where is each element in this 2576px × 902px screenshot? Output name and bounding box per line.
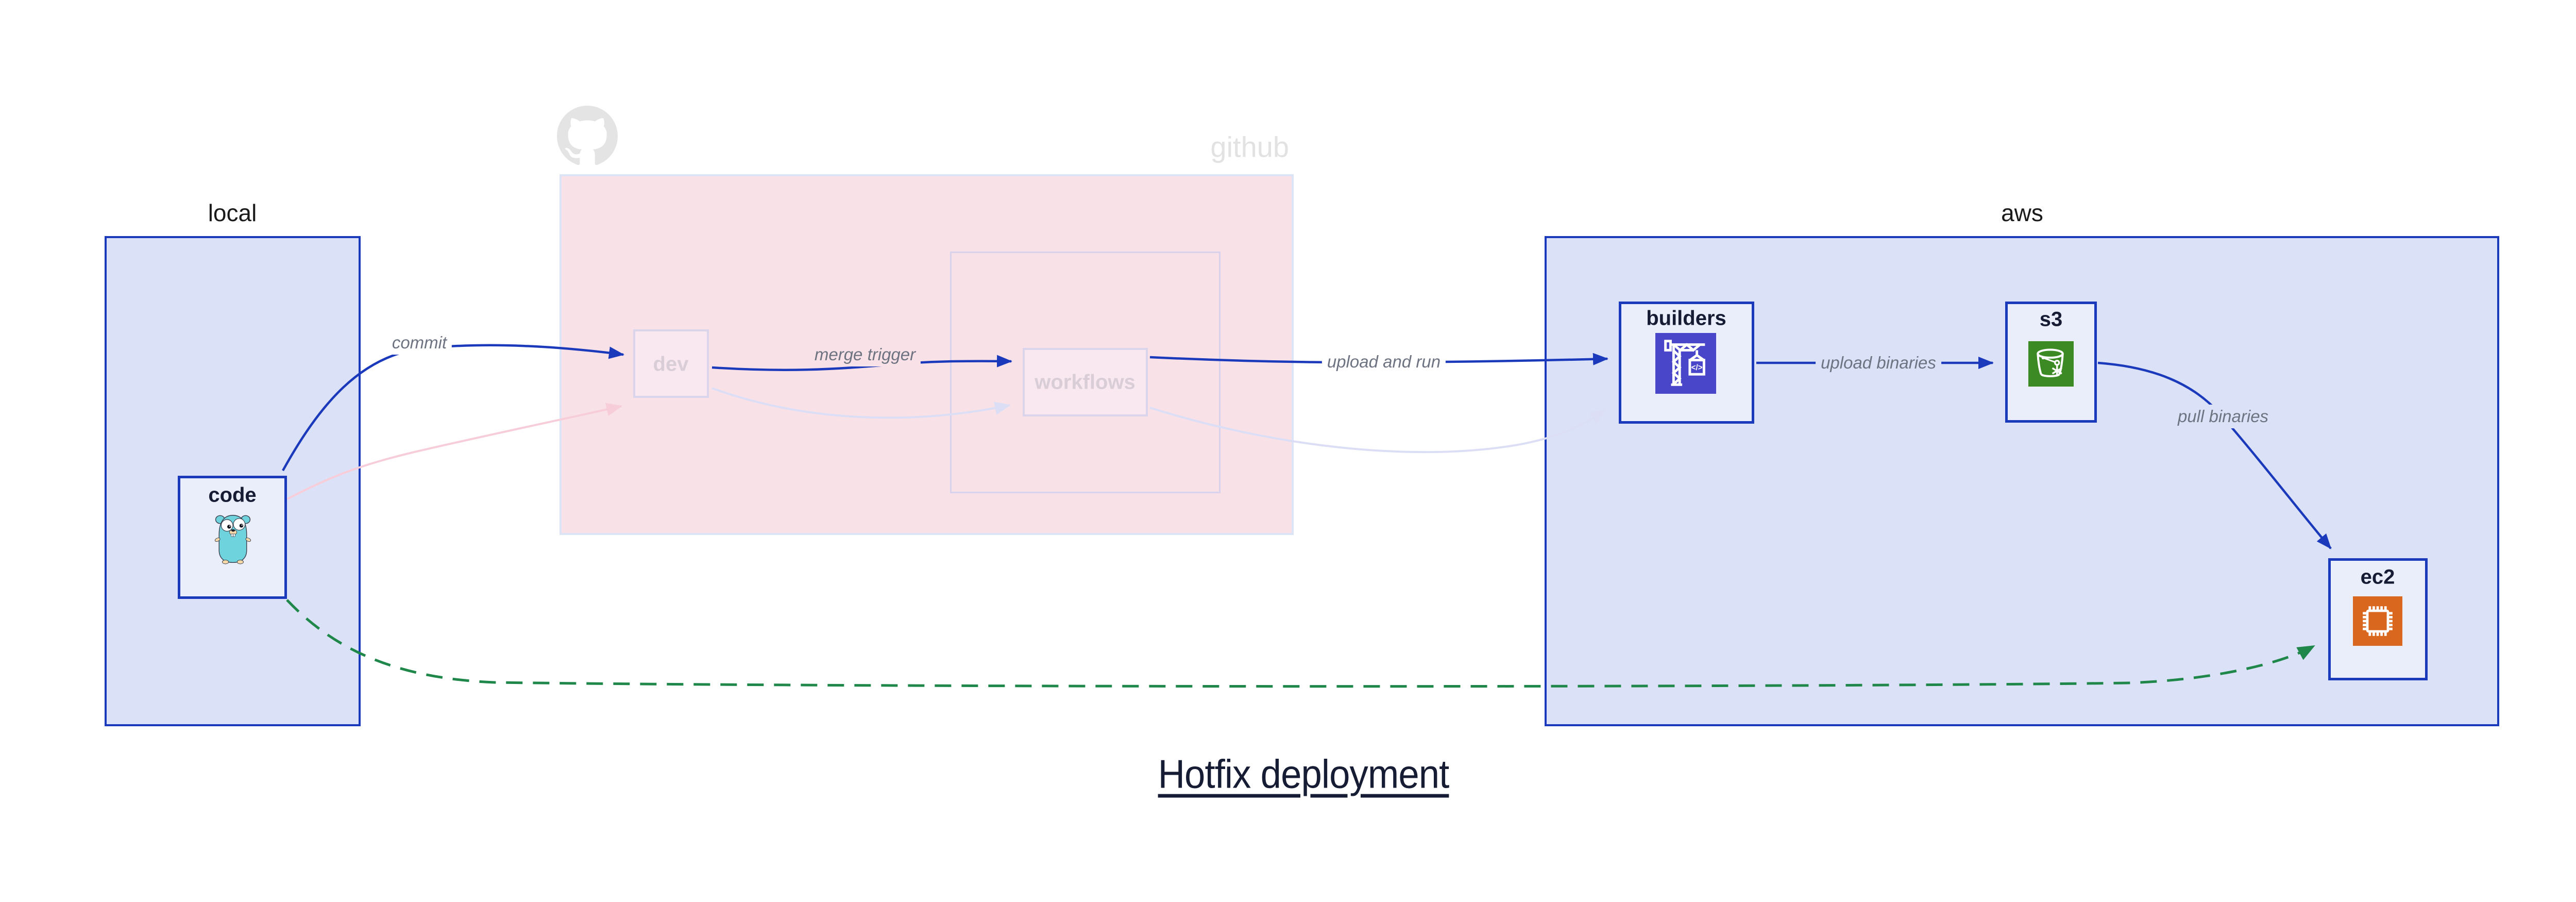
edge-workflows-to-builders-faded [1149,407,1606,454]
node-label-ec2: ec2 [2360,565,2395,589]
node-label-s3: s3 [2039,308,2063,331]
edge-label-commit: commit [386,331,452,355]
node-label-workflows: workflows [1035,371,1136,394]
edge-label-upload-and-run: upload and run [1321,350,1446,374]
node-workflows [1023,348,1148,416]
edge-label-pull-binaries: pull binaries [2172,405,2274,428]
edge-label-upload-binaries: upload binaries [1816,351,1941,375]
node-label-builders: builders [1646,307,1726,330]
cluster-master [950,252,1221,493]
diagram-title: Hotfix deployment [1158,751,1450,797]
cluster-label-local: local [208,199,257,226]
node-label-dev: dev [653,353,689,376]
edge-code-to-dev-faded [287,403,622,500]
edge-commit [282,344,624,472]
node-code [178,476,287,599]
go-gopher-icon [214,511,251,565]
node-dev [633,329,709,398]
edge-pull-binaries [2097,361,2332,549]
aws-ec2-chip-icon [2353,596,2402,646]
github-octocat-icon [556,106,618,166]
node-label-code: code [208,483,257,507]
aws-codebuild-icon: </> [1655,333,1716,394]
edge-label-merge-trigger: merge trigger [809,343,921,366]
codebuild-code-glyph: </> [1691,363,1703,372]
cluster-label-github: github [1210,130,1289,163]
aws-s3-bucket-icon [2028,341,2074,387]
edge-code-to-ec2-hotfix [286,599,2315,688]
edge-dev-to-workflows-faded [711,387,1011,419]
cluster-label-aws: aws [2001,199,2043,226]
